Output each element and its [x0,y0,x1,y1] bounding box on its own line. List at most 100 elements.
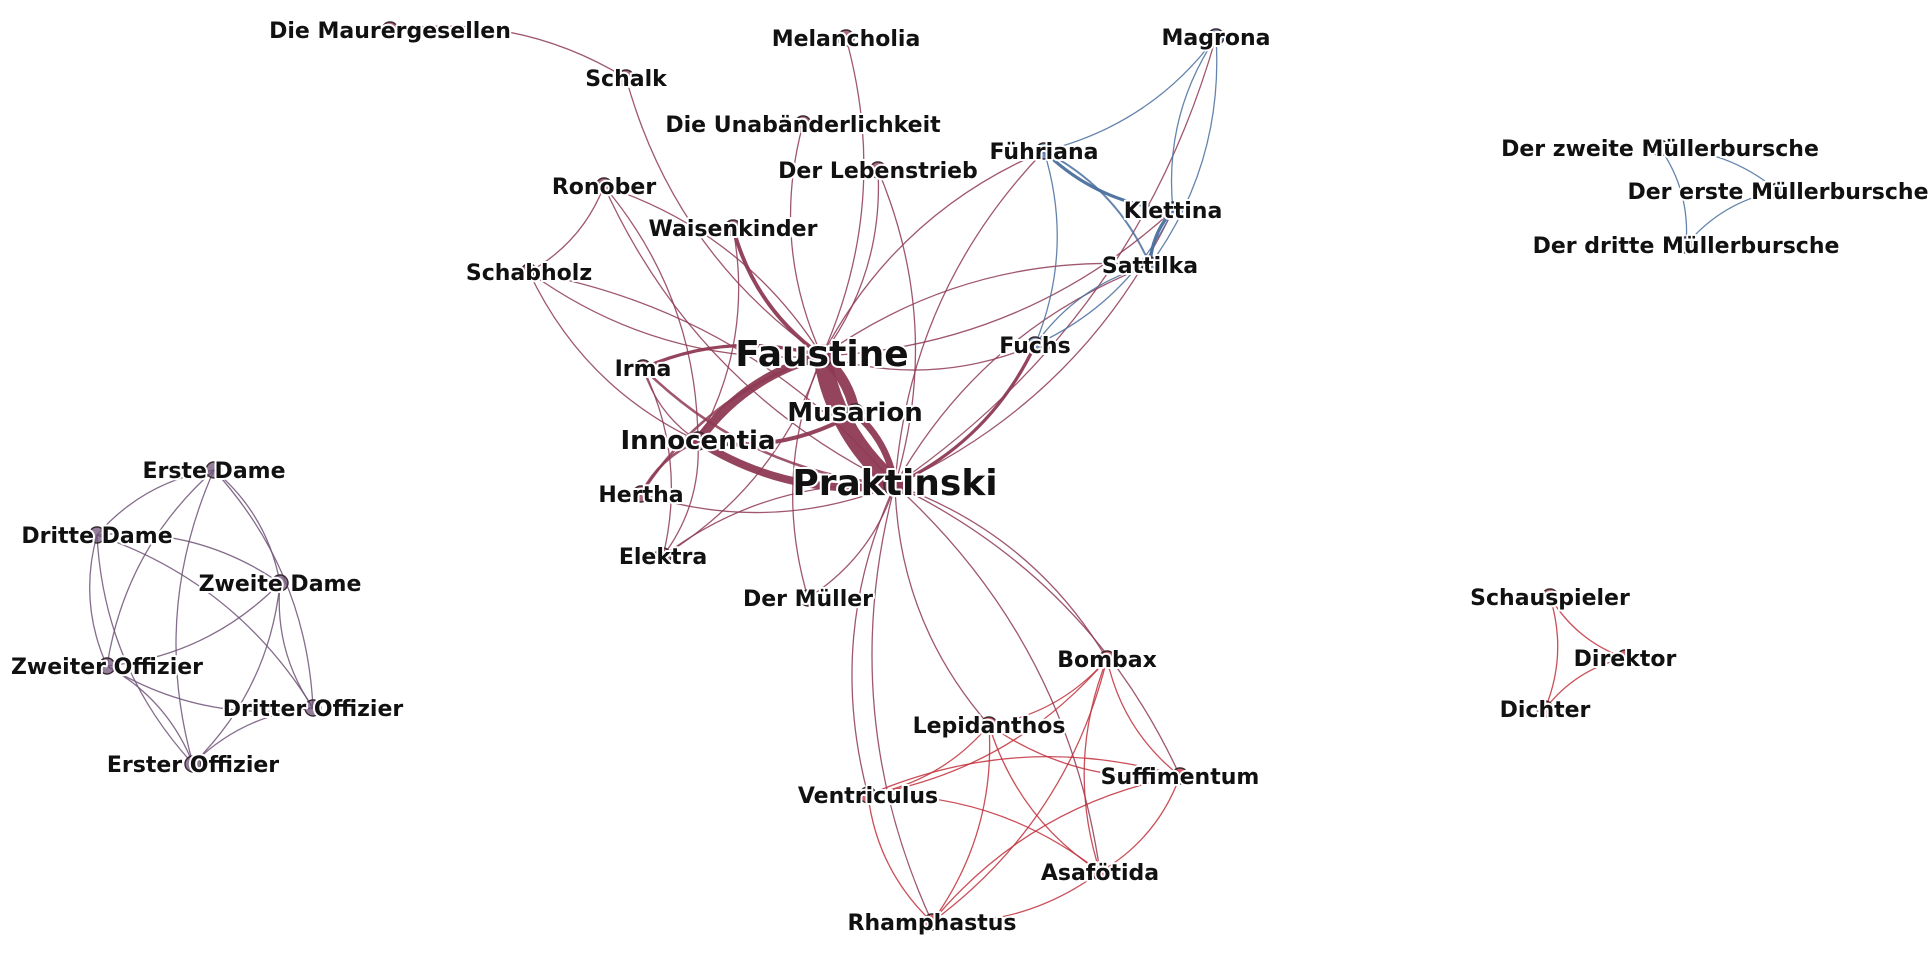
node-irma[interactable]: Irma [613,355,674,384]
node-dot-praktinski[interactable] [883,473,907,497]
node-label-dritterMb: Der dritte Müllerbursche [1533,234,1840,259]
node-dot-sattilka[interactable] [1141,256,1159,274]
node-dot-dritterOff[interactable] [304,699,322,717]
edge-ersteDame-dritteDame [96,469,215,536]
node-dot-asafoetida[interactable] [1091,863,1109,881]
node-dot-zweiterOff[interactable] [98,657,116,675]
node-zweiterMb[interactable]: Der zweite Müllerbursche [1499,135,1821,164]
node-label-fuchs: Fuchs [999,334,1070,359]
node-dot-irma[interactable] [634,359,652,377]
node-dot-ersterOff[interactable] [184,755,202,773]
node-direktor[interactable]: Direktor [1572,645,1679,674]
node-dot-fuehriana[interactable] [1035,142,1053,160]
node-ronober[interactable]: Ronober [550,173,659,202]
node-label-ersterMb: Der erste Müllerbursche [1627,180,1928,205]
edge-praktinski-ronober [603,185,896,486]
node-dot-ronober[interactable] [595,177,613,195]
edge-dritteDame-zweiterOff [89,534,108,667]
node-dot-ventriculus[interactable] [859,786,877,804]
node-dot-schabholz[interactable] [520,263,538,281]
node-dritterOff[interactable]: Dritter Offizier [221,695,406,724]
node-klettina[interactable]: Klettina [1122,197,1225,226]
node-ersteDame[interactable]: Erste Dame [140,457,287,486]
node-label-zweiteDame: Zweite Dame [199,572,362,597]
node-dot-ersteDame[interactable] [205,461,223,479]
node-dermueller[interactable]: Der Müller [741,585,875,614]
node-asafoetida[interactable]: Asafötida [1039,859,1161,888]
node-maurer[interactable]: Die Maurergesellen [267,17,513,46]
node-dot-ersterMb[interactable] [1769,182,1787,200]
node-ersterOff[interactable]: Erster Offizier [105,751,281,780]
edges-layer [89,25,1779,924]
edge-praktinski-fuehriana [894,150,1045,486]
node-dot-melancholia[interactable] [837,29,855,47]
node-sattilka[interactable]: Sattilka [1100,252,1200,281]
node-label-schauspieler: Schauspieler [1470,586,1630,611]
node-schabholz[interactable]: Schabholz [464,259,594,288]
node-zweiteDame[interactable]: Zweite Dame [197,570,364,599]
node-dot-zweiterMb[interactable] [1651,139,1669,157]
node-elektra[interactable]: Elektra [617,543,709,572]
node-dot-direktor[interactable] [1616,649,1634,667]
node-lepidanthos[interactable]: Lepidanthos [911,712,1068,741]
edge-zweiterMb-ersterMb [1659,147,1779,192]
node-hertha[interactable]: Hertha [596,481,685,510]
node-dot-maurer[interactable] [381,21,399,39]
edge-suffimentum-rhamphastus [931,775,1181,923]
node-dot-schalk[interactable] [617,69,635,87]
node-label-ventriculus: Ventriculus [798,784,938,809]
node-dot-bombax[interactable] [1098,650,1116,668]
node-unabaend[interactable]: Die Unabänderlichkeit [663,111,943,140]
node-innocentia[interactable]: Innocentia [619,424,778,458]
node-ventriculus[interactable]: Ventriculus [796,782,940,811]
node-dot-fuchs[interactable] [1026,336,1044,354]
node-magrona[interactable]: Magrona [1160,24,1273,53]
node-musarion[interactable]: Musarion [785,396,925,430]
node-dot-elektra[interactable] [654,547,672,565]
edge-praktinski-sattilka [894,264,1151,486]
edge-faustine-sattilka [821,262,1151,357]
node-lebenstrieb[interactable]: Der Lebenstrieb [776,157,980,186]
edge-faustine-melancholia [821,37,865,357]
node-dichter[interactable]: Dichter [1498,696,1593,725]
node-dot-musarion[interactable] [845,403,865,423]
node-label-fuehriana: Führiana [989,140,1098,165]
node-dot-rhamphastus[interactable] [923,913,941,931]
node-dot-suffimentum[interactable] [1171,767,1189,785]
node-schauspieler[interactable]: Schauspieler [1468,584,1632,613]
node-label-suffimentum: Suffimentum [1101,765,1260,790]
node-dritteDame[interactable]: Dritte Dame [19,522,174,551]
node-suffimentum[interactable]: Suffimentum [1099,763,1262,792]
node-zweiterOff[interactable]: Zweiter Offizier [9,653,205,682]
node-dot-hertha[interactable] [632,485,650,503]
node-fuehriana[interactable]: Führiana [987,138,1100,167]
node-dot-unabaend[interactable] [794,115,812,133]
node-dot-innocentia[interactable] [688,431,708,451]
node-fuchs[interactable]: Fuchs [997,332,1072,361]
node-praktinski[interactable]: Praktinski [790,461,999,506]
node-dot-schauspieler[interactable] [1541,588,1559,606]
node-dot-lebenstrieb[interactable] [869,161,887,179]
node-ersterMb[interactable]: Der erste Müllerbursche [1625,178,1930,207]
node-schalk[interactable]: Schalk [583,65,670,94]
edge-zweiteDame-dritterOff [278,582,314,709]
edge-schalk-maurer [389,25,627,79]
node-faustine[interactable]: Faustine [733,332,910,377]
node-dot-magrona[interactable] [1207,28,1225,46]
node-dot-dermueller[interactable] [799,589,817,607]
node-dot-dritteDame[interactable] [88,526,106,544]
node-melancholia[interactable]: Melancholia [770,25,923,54]
node-dot-faustine[interactable] [810,344,834,368]
node-label-ersteDame: Erste Dame [142,459,285,484]
node-dot-klettina[interactable] [1164,201,1182,219]
node-dritterMb[interactable]: Der dritte Müllerbursche [1531,232,1842,261]
node-bombax[interactable]: Bombax [1055,646,1159,675]
node-dot-lepidanthos[interactable] [980,716,998,734]
node-dot-waisenkinder[interactable] [724,219,742,237]
edge-praktinski-rhamphastus [871,484,933,923]
node-rhamphastus[interactable]: Rhamphastus [846,909,1019,938]
node-dot-zweiteDame[interactable] [271,574,289,592]
node-dot-dritterMb[interactable] [1677,236,1695,254]
node-waisenkinder[interactable]: Waisenkinder [647,215,820,244]
node-dot-dichter[interactable] [1536,700,1554,718]
